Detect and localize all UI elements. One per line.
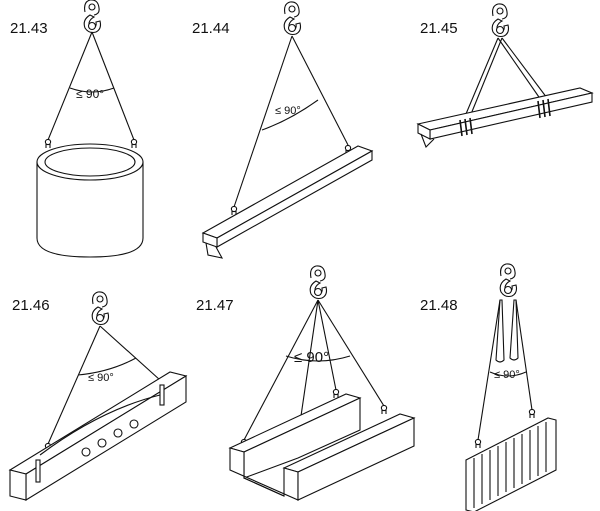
shackle-icon (528, 408, 536, 419)
angle-label: ≤ 90° (76, 87, 104, 101)
beam-object (416, 87, 594, 148)
shackle-icon (380, 404, 388, 415)
shackle-icon (230, 205, 238, 216)
crane-hook-icon (83, 0, 102, 34)
shackle-icon (44, 138, 52, 149)
figure-21-43: 21.43 ≤ 90° (10, 0, 144, 258)
crane-hook-icon (491, 3, 510, 38)
figure-21-45: 21.45 (416, 3, 594, 148)
figure-21-46: 21.46 ≤ 90° (8, 291, 188, 501)
figure-number: 21.47 (196, 297, 234, 314)
angle-label: ≤ 90° (294, 349, 329, 366)
crane-hook-icon (499, 263, 518, 298)
figure-21-44: 21.44 ≤ 90° (192, 1, 374, 259)
figure-number: 21.44 (192, 20, 230, 37)
figure-number: 21.45 (420, 20, 458, 37)
angle-label: ≤ 90° (88, 372, 114, 384)
crane-hook-icon (283, 1, 302, 36)
panel-object (465, 417, 557, 511)
figure-number: 21.43 (10, 20, 48, 37)
shackle-icon (130, 138, 138, 149)
channel-object (228, 393, 416, 501)
beam-object (201, 145, 374, 259)
crane-hook-icon (309, 265, 328, 300)
crane-hook-icon (91, 291, 110, 326)
shackle-icon (332, 388, 340, 399)
ring-object (36, 143, 144, 258)
figure-21-48: 21.48 ≤ 90° (420, 263, 557, 511)
figure-number: 21.48 (420, 297, 458, 314)
angle-label: ≤ 90° (494, 369, 520, 381)
figure-number: 21.46 (12, 297, 50, 314)
shackle-icon (474, 438, 482, 449)
beam-object (8, 371, 188, 501)
figure-21-47: 21.47 ≤ 90° (196, 265, 416, 501)
angle-label: ≤ 90° (275, 105, 301, 117)
